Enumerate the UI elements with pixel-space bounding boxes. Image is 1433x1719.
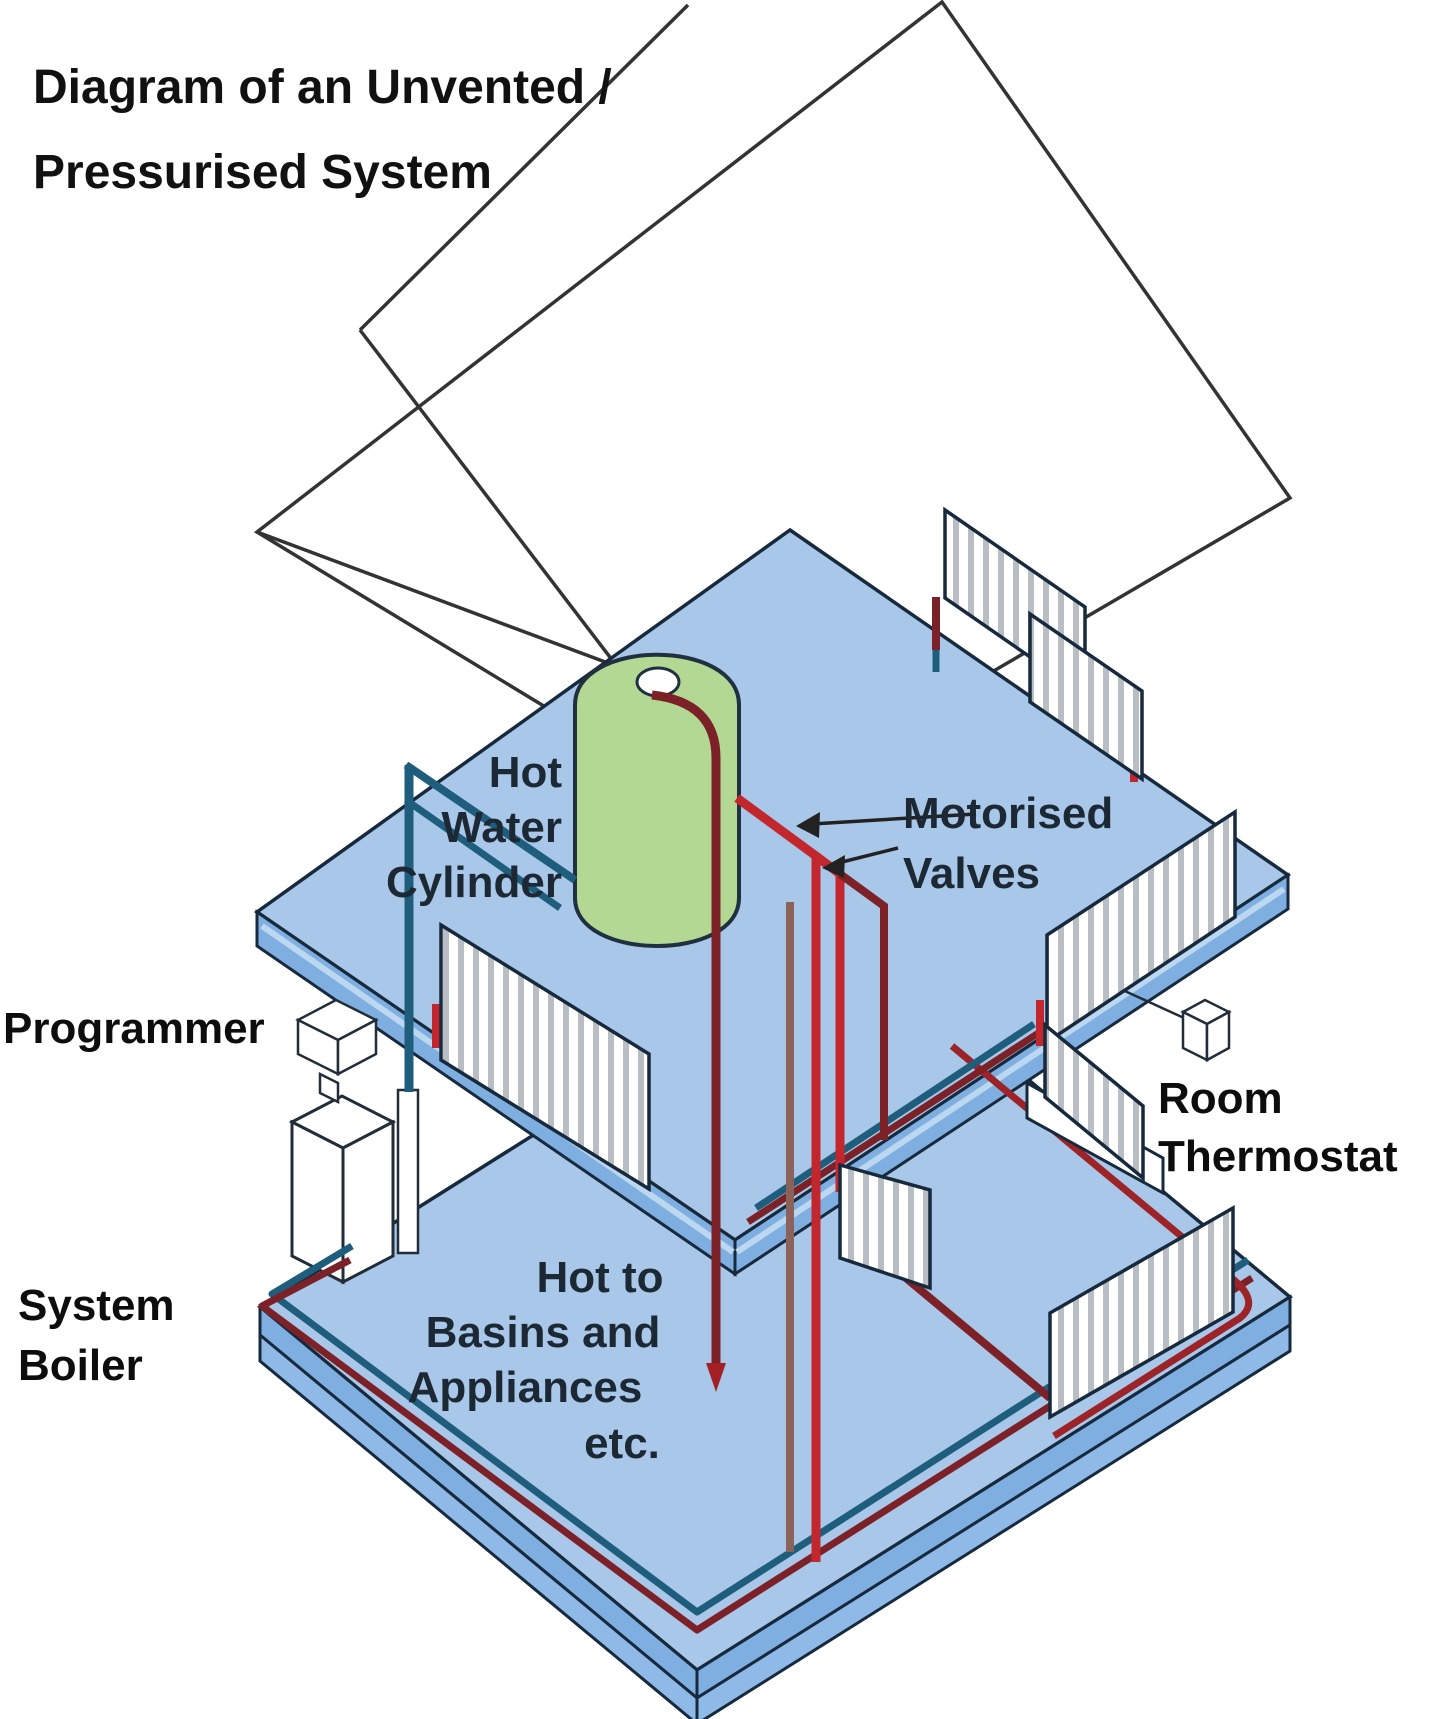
hot-water-cylinder-label-3: Cylinder	[386, 858, 562, 907]
heating-pipes	[258, 597, 1254, 1634]
room-thermostat-label-1: Room	[1158, 1074, 1283, 1123]
pipe-teal-perimeter	[268, 1242, 1250, 1616]
pipe-teal-cylinder-flow	[403, 761, 578, 884]
roof-ridge-line-3	[358, 3, 690, 332]
hot-to-basins-label-1: Hot to	[536, 1253, 663, 1302]
hot-water-cylinder-label-2: Water	[441, 803, 562, 852]
page-title-line2: Pressurised System	[33, 146, 492, 199]
hot-to-basins-label-3: Appliances	[408, 1363, 643, 1412]
radiator-upper-front-right	[1045, 808, 1237, 1046]
valve-arrow-shaft-1	[811, 812, 977, 826]
valve-arrow-shaft-2	[837, 846, 899, 865]
hot-to-basins-label-4: etc.	[584, 1419, 660, 1468]
pipe-darkred-rad6-to-rad5	[903, 1274, 1053, 1402]
hot-water-cylinder	[573, 652, 741, 948]
room-thermostat-unit	[1091, 974, 1232, 1063]
cylinder-body	[573, 652, 741, 948]
system-boiler-label-2: Boiler	[18, 1341, 143, 1390]
pipe-red-upper-front-right	[746, 1029, 1042, 1225]
hot-water-cylinder-label-1: Hot	[489, 748, 563, 797]
hot-to-basins-arrowhead	[706, 1363, 726, 1392]
programmer-label: Programmer	[3, 1004, 265, 1053]
labels: Diagram of an Unvented / Pressurised Sys…	[3, 61, 1398, 1468]
boiler-duct	[396, 1088, 420, 1255]
radiator-upper-front-left	[439, 921, 651, 1193]
motorised-valves-label-1: Motorised	[903, 789, 1113, 838]
pipe-red-perimeter	[258, 1256, 1254, 1634]
programmer-right	[336, 1017, 378, 1077]
programmer-duct	[318, 1071, 340, 1105]
radiator-mid-right	[1043, 1021, 1145, 1182]
lower-floor-front-right-band-2	[695, 1322, 1292, 1719]
radiators	[439, 506, 1237, 1421]
radiator-lower-front-right	[1048, 1204, 1235, 1421]
pipe-darkred-hot-to-basins	[651, 690, 721, 1370]
thermostat-right	[1205, 1009, 1231, 1063]
pipe-darkred-valve-branch	[837, 870, 888, 1140]
valve-arrowhead-2	[822, 855, 845, 878]
system-boiler-label-1: System	[18, 1281, 175, 1330]
page-title-line1: Diagram of an Unvented /	[33, 61, 612, 114]
lower-floor-front-left-band-2	[258, 1331, 699, 1719]
pipe-teal-upper-front-right	[754, 1021, 1036, 1211]
boiler-front-right	[341, 1119, 395, 1285]
upper-floor-band-highlight-right	[735, 886, 1286, 1255]
motorised-valves-pointers	[796, 812, 977, 878]
programmer-unit	[295, 998, 379, 1105]
motorised-valves-label-2: Valves	[903, 849, 1040, 898]
valve-arrowhead-1	[796, 812, 820, 838]
room-thermostat-label-2: Thermostat	[1158, 1132, 1398, 1181]
hot-to-basins-label-2: Basins and	[426, 1308, 661, 1357]
pipe-teal-cylinder-return	[403, 797, 563, 911]
radiator-upper-back-right	[1028, 610, 1144, 783]
radiator-lower-centre	[838, 1162, 932, 1291]
system-boiler	[288, 1088, 420, 1285]
